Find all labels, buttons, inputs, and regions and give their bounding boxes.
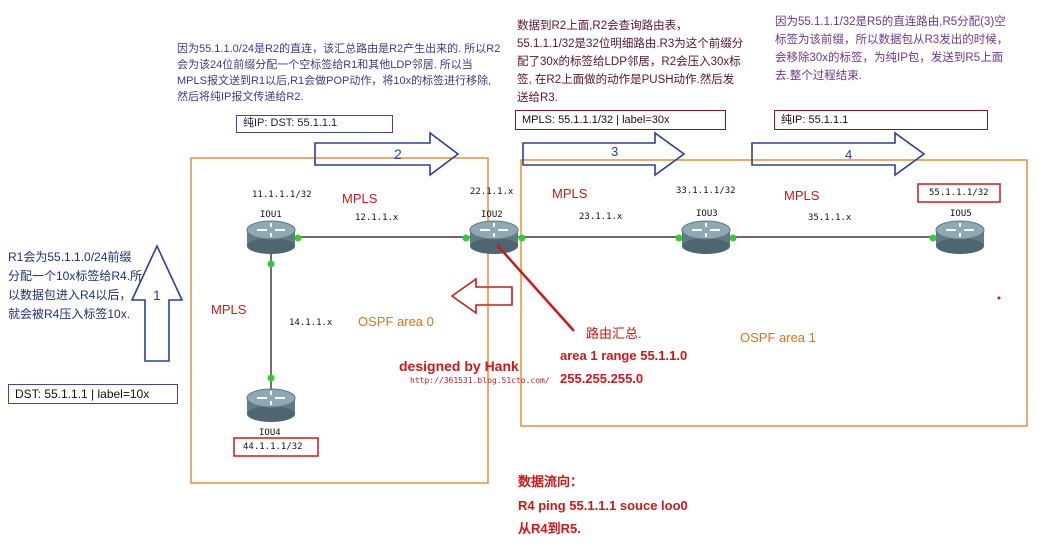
ospf-area-0-border — [190, 157, 489, 484]
flow-arrow-2 — [314, 131, 460, 177]
iou3-name: IOU3 — [696, 209, 718, 219]
packet-box-3: MPLS: 55.1.1.1/32 | label=30x — [515, 110, 726, 130]
ospf-area-1-label: OSPF area 1 — [740, 330, 816, 345]
note-r4-push: R1会为55.1.1.0/24前缀分配一个10x标签给R4.所以数据包进入R4以… — [8, 250, 143, 321]
arrow-number-2: 2 — [394, 146, 402, 162]
link-label-35: 35.1.1.x — [808, 213, 852, 223]
packet-box-2: 纯IP: DST: 55.1.1.1 — [236, 115, 393, 133]
flow-command: R4 ping 55.1.1.1 souce loo0 — [518, 498, 688, 513]
iou2-name: IOU2 — [481, 210, 503, 220]
link-label-12: 12.1.1.x — [355, 213, 399, 223]
packet-box-1: DST: 55.1.1.1 | label=10x — [8, 384, 178, 404]
mpls-label-r1r2: MPLS — [342, 191, 378, 206]
arrow-number-1: 1 — [153, 287, 161, 303]
iou5-router-icon — [935, 220, 985, 254]
iou4-router-icon — [246, 388, 296, 422]
link-label-23: 23.1.1.x — [579, 212, 623, 222]
mpls-label-r2r3: MPLS — [552, 186, 588, 201]
summary-pointer-line — [496, 244, 575, 332]
iou1-router-icon — [246, 220, 296, 254]
note-r2-summary: 因为55.1.1.0/24是R2的直连，该汇总路由是R2产生出来的. 所以R2会… — [177, 43, 501, 103]
arrow-number-3: 3 — [611, 144, 619, 159]
flow-direction: 从R4到R5. — [518, 521, 581, 536]
flow-arrow-3 — [522, 131, 686, 177]
iou3-loopback: 33.1.1.1/32 — [676, 186, 736, 196]
iou5-loopback: 55.1.1.1/32 — [929, 188, 989, 198]
mpls-label-r1r4: MPLS — [211, 302, 247, 317]
iou2-loopback: 22.1.1.x — [470, 187, 514, 197]
link-label-14: 14.1.1.x — [289, 318, 333, 328]
mpls-label-r3r5: MPLS — [784, 188, 820, 203]
link-endpoints — [267, 234, 937, 382]
iou4-name: IOU4 — [259, 428, 281, 438]
packet-box-4: 纯IP: 55.1.1.1 — [774, 110, 988, 130]
iou2-router-icon — [469, 220, 519, 254]
decorative-dot — [997, 296, 1001, 300]
iou3-router-icon — [681, 220, 731, 254]
summary-command-line1: area 1 range 55.1.1.0 — [560, 348, 688, 363]
note-r2-push: 数据到R2上面,R2会查询路由表，55.1.1.1/32是32位明细路由.R3为… — [517, 20, 744, 104]
iou4-loopback: 44.1.1.1/32 — [243, 442, 303, 452]
iou4-loopback-box — [233, 437, 319, 457]
note-r5-pop: 因为55.1.1.1/32是R5的直连路由,R5分配(3)空标签为该前缀，所以数… — [775, 16, 1009, 82]
blog-url: http://361531.blog.51cto.com/ — [410, 376, 550, 385]
ospf-area-1-border — [520, 159, 1028, 427]
flow-arrow-4 — [751, 131, 926, 177]
flow-arrow-1 — [130, 244, 184, 362]
flow-title: 数据流向： — [518, 474, 584, 489]
designer-credit: designed by Hank — [399, 358, 519, 374]
iou5-name: IOU5 — [950, 209, 972, 219]
ospf-area-0-label: OSPF area 0 — [358, 314, 434, 329]
routers-group — [246, 220, 985, 422]
arrow-number-4: 4 — [845, 147, 853, 162]
iou1-name: IOU1 — [260, 210, 282, 220]
summary-command-line2: 255.255.255.0 — [560, 371, 644, 386]
iou1-loopback: 11.1.1.1/32 — [252, 190, 312, 200]
return-arrow-red — [450, 277, 513, 315]
summary-title: 路由汇总. — [586, 326, 642, 341]
iou5-loopback-box — [917, 183, 1001, 203]
